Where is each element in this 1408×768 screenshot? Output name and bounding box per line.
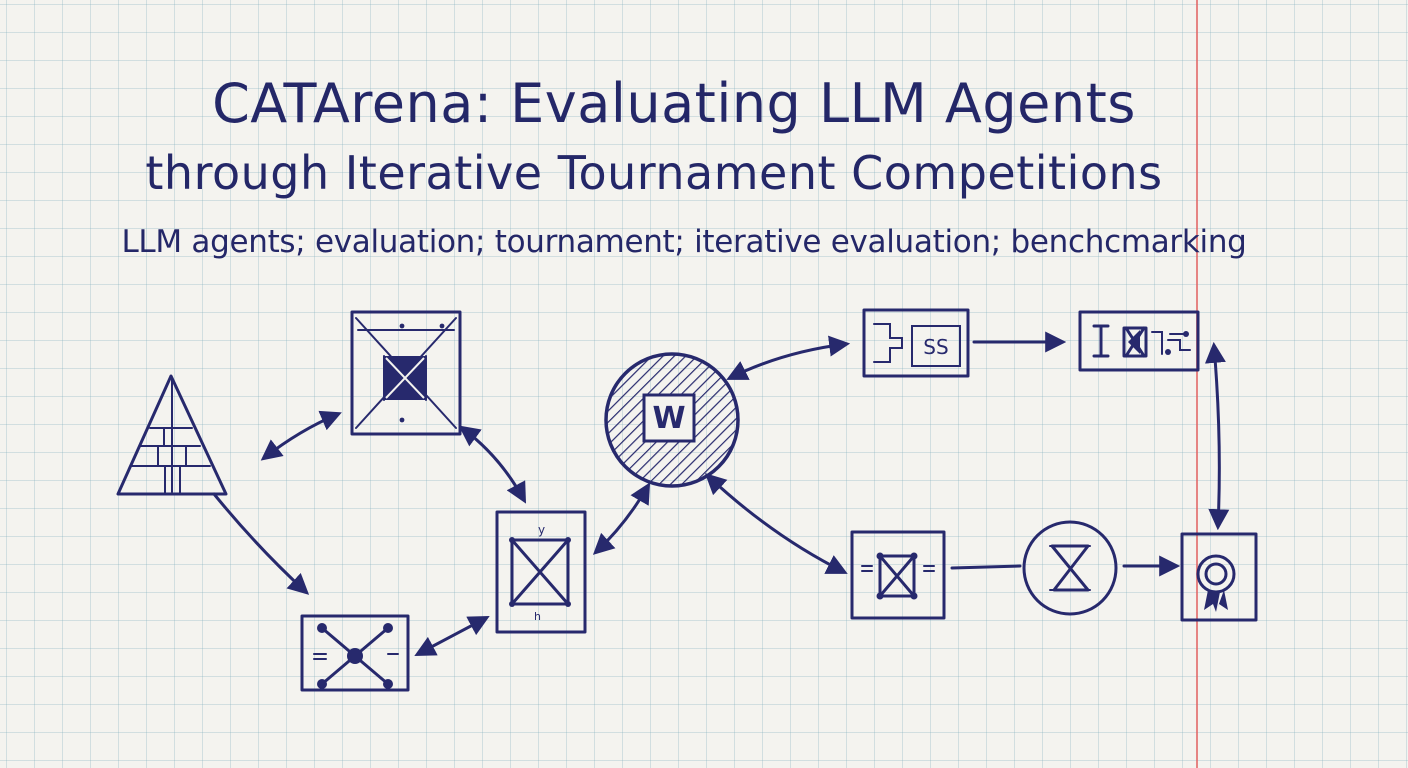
- keywords-line: LLM agents; evaluation; tournament; iter…: [121, 224, 1247, 260]
- pyramid-icon: [116, 374, 228, 496]
- network-node-icon: [300, 614, 410, 692]
- box-label-bottom: h: [534, 610, 541, 623]
- hub-label: W: [652, 401, 685, 436]
- arrow-pyramid-boxB: [212, 492, 310, 595]
- arrow-boxA-boxC: [458, 425, 527, 504]
- hourglass-icon: [1022, 520, 1118, 616]
- line-lowerbox-hourglass: [950, 564, 1022, 570]
- arrow-hub-boxSS: [726, 335, 851, 380]
- box-label-top: y: [538, 523, 545, 537]
- arrow-circuit-award: [1204, 341, 1230, 531]
- title-line-1: CATArena: Evaluating LLM Agents: [212, 72, 1136, 135]
- circuit-icon: [1078, 310, 1200, 372]
- award-ribbon-icon: [1180, 532, 1258, 622]
- crossed-square-icon: [350, 310, 462, 436]
- server-box-icon: SS: [862, 308, 970, 378]
- arrow-boxB-boxC: [414, 616, 490, 656]
- flow-arrows: [212, 331, 1230, 656]
- arrow-boxC-hub: [592, 482, 651, 555]
- arrow-hub-lowerbox: [704, 473, 848, 574]
- crossed-square-icon: [850, 530, 946, 620]
- margin-line: [1196, 0, 1198, 768]
- crossed-square-icon: y h: [495, 510, 587, 634]
- hub-circle-icon: W: [604, 352, 740, 488]
- title-line-2: through Iterative Tournament Competition…: [145, 146, 1163, 200]
- box-label-ss: SS: [923, 335, 948, 359]
- arrow-pyramid-boxA: [260, 410, 342, 461]
